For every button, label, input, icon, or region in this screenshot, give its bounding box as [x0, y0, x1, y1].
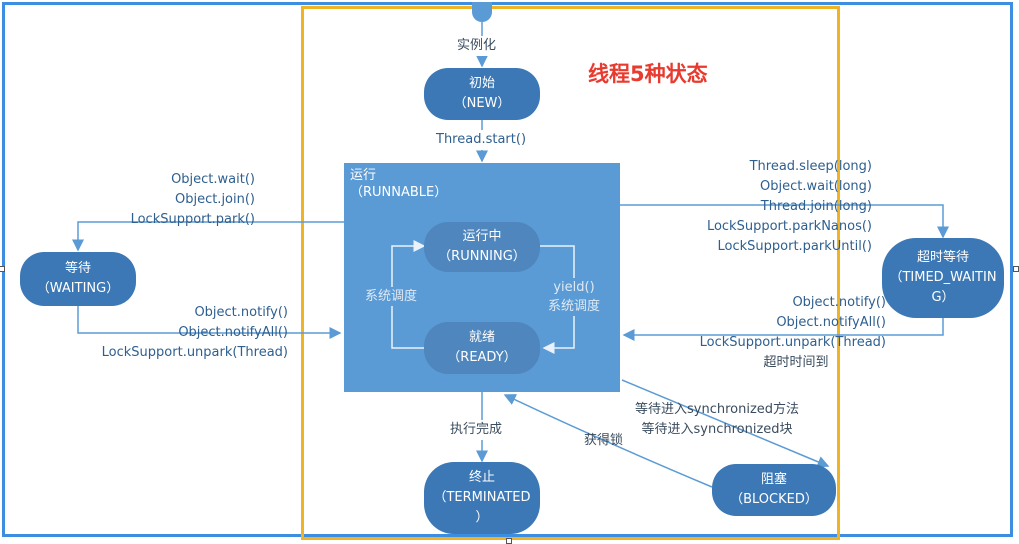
label-instantiate: 实例化: [455, 36, 499, 56]
label-object-wait-long: Object.wait(long): [760, 179, 872, 194]
label-object-join: Object.join(): [174, 192, 255, 207]
label-locksupport-unpark-2: LockSupport.unpark(Thread): [699, 335, 886, 350]
state-terminated-name: 终止: [468, 470, 495, 485]
state-blocked: 阻塞 （BLOCKED）: [712, 464, 836, 516]
state-blocked-name: 阻塞: [760, 472, 787, 487]
state-new: 初始 （NEW）: [424, 68, 540, 120]
state-running: 运行中 （RUNNING）: [424, 222, 540, 272]
label-wait-sync-block: 等待进入synchronized块: [641, 422, 793, 437]
state-timed-waiting-code: （TIMED_WAITIN: [889, 270, 997, 285]
label-to-timed-waiting: Thread.sleep(long) Object.wait(long) Thr…: [700, 157, 872, 257]
label-object-notifyall: Object.notifyAll(): [178, 325, 288, 340]
label-wait-sync-method: 等待进入synchronized方法: [634, 402, 800, 417]
state-new-name: 初始: [468, 76, 495, 91]
label-to-blocked: 等待进入synchronized方法 等待进入synchronized块: [612, 400, 822, 440]
label-thread-start: Thread.start(): [434, 130, 529, 150]
label-from-timed-waiting: Object.notify() Object.notifyAll() LockS…: [686, 293, 886, 373]
state-new-code: （NEW）: [453, 96, 511, 111]
label-locksupport-unpark: LockSupport.unpark(Thread): [101, 345, 288, 360]
state-ready-code: （READY）: [447, 350, 517, 365]
state-terminated: 终止 （TERMINATED ）: [424, 462, 540, 534]
state-blocked-code: （BLOCKED）: [730, 492, 818, 507]
label-schedule-left: 系统调度: [356, 287, 426, 306]
label-thread-join-long: Thread.join(long): [760, 199, 872, 214]
state-waiting: 等待 （WAITING）: [20, 252, 136, 306]
label-acquire-lock: 获得锁: [584, 433, 624, 448]
label-parknanos: LockSupport.parkNanos(): [706, 219, 872, 234]
label-yield-right: yield() 系统调度: [540, 278, 608, 316]
resize-handle-left[interactable]: [0, 266, 5, 272]
label-timeout: 超时时间到: [763, 355, 829, 370]
label-object-notifyall-2: Object.notifyAll(): [776, 315, 886, 330]
runnable-line2: （RUNNABLE）: [350, 185, 448, 200]
label-locksupport-park: LockSupport.park(): [130, 212, 255, 227]
label-yield-schedule: 系统调度: [547, 299, 600, 314]
label-parkuntil: LockSupport.parkUntil(): [717, 239, 872, 254]
state-running-name: 运行中: [462, 229, 502, 244]
state-timed-waiting-name: 超时等待: [916, 250, 969, 265]
state-terminated-code: （TERMINATED: [433, 490, 531, 505]
label-to-waiting: Object.wait() Object.join() LockSupport.…: [110, 170, 255, 230]
label-object-notify: Object.notify(): [194, 305, 288, 320]
state-waiting-name: 等待: [64, 261, 91, 276]
runnable-line1: 运行: [350, 168, 377, 183]
label-object-wait: Object.wait(): [171, 172, 255, 187]
start-node: [472, 2, 492, 22]
label-object-notify-2: Object.notify(): [792, 295, 886, 310]
state-ready-name: 就绪: [468, 330, 495, 345]
runnable-state-label: 运行 （RUNNABLE）: [350, 167, 447, 201]
state-running-code: （RUNNING）: [438, 249, 526, 264]
label-yield: yield(): [553, 280, 595, 295]
diagram-title: 线程5种状态: [588, 62, 708, 86]
state-ready: 就绪 （READY）: [424, 322, 540, 374]
label-from-waiting: Object.notify() Object.notifyAll() LockS…: [90, 303, 288, 363]
state-terminated-code-cont: ）: [475, 510, 489, 525]
state-waiting-code: （WAITING）: [36, 281, 120, 296]
state-timed-waiting: 超时等待 （TIMED_WAITIN G）: [882, 238, 1004, 318]
label-complete: 执行完成: [448, 420, 505, 440]
state-timed-waiting-code-cont: G）: [931, 290, 955, 305]
label-thread-sleep: Thread.sleep(long): [749, 159, 872, 174]
selection-frame: [301, 6, 840, 540]
